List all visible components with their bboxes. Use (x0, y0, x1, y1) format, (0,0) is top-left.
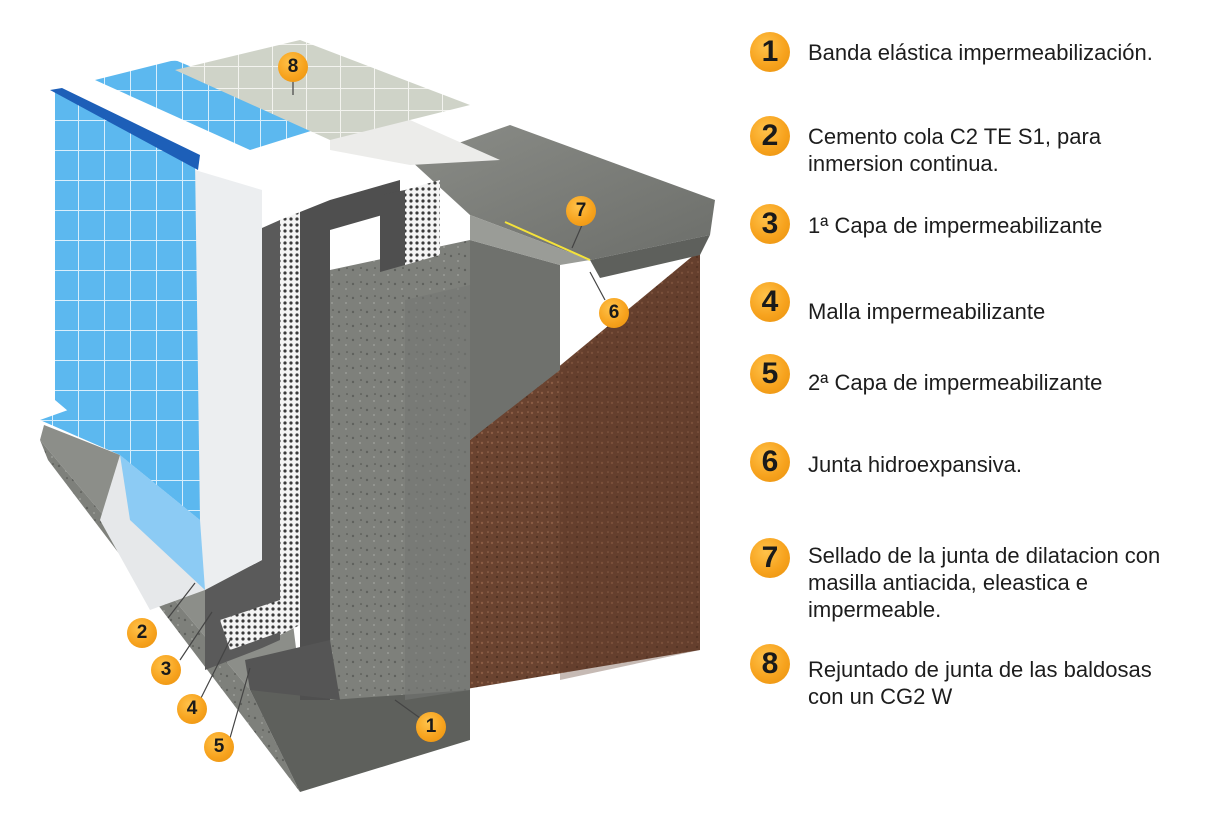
legend-badge: 2 (750, 116, 790, 156)
tile-wall (40, 88, 205, 590)
legend-label: 2ª Capa de impermeabilizante (808, 370, 1103, 395)
legend: 1 Banda elástica impermeabilización. 2 C… (750, 0, 1216, 820)
legend-badge: 6 (750, 442, 790, 482)
legend-label: 1ª Capa de impermeabilizante (808, 213, 1103, 238)
callout-8: 8 (278, 52, 308, 82)
callout-7: 7 (566, 196, 596, 226)
top-tiles (95, 40, 470, 150)
legend-badge: 1 (750, 32, 790, 72)
legend-label: Malla impermeabilizante (808, 299, 1046, 324)
legend-label: Rejuntado de junta de las baldosas con u… (808, 657, 1152, 709)
sealant-joint-line (504, 221, 591, 261)
membrane-layers (205, 180, 440, 700)
legend-label: Junta hidroexpansiva. (808, 452, 1023, 477)
callout-1: 1 (416, 712, 446, 742)
leader-lines (167, 80, 606, 739)
legend-label: Banda elástica impermeabilización. (808, 40, 1153, 65)
legend-badge: 3 (750, 204, 790, 244)
callout-4: 4 (177, 694, 207, 724)
callout-2: 2 (127, 618, 157, 648)
legend-badge: 4 (750, 282, 790, 322)
callout-3: 3 (151, 655, 181, 685)
legend-badge: 8 (750, 644, 790, 684)
callout-5: 5 (204, 732, 234, 762)
legend-label: Cemento cola C2 TE S1, para inmersion co… (808, 124, 1102, 176)
legend-label: Sellado de la junta de dilatacion con ma… (808, 543, 1161, 622)
soil-mass (460, 250, 700, 690)
pool-wall-section-illustration (40, 40, 715, 792)
legend-badge: 5 (750, 354, 790, 394)
legend-badge: 7 (750, 538, 790, 578)
concrete-wall (330, 215, 590, 700)
callout-6: 6 (599, 298, 629, 328)
